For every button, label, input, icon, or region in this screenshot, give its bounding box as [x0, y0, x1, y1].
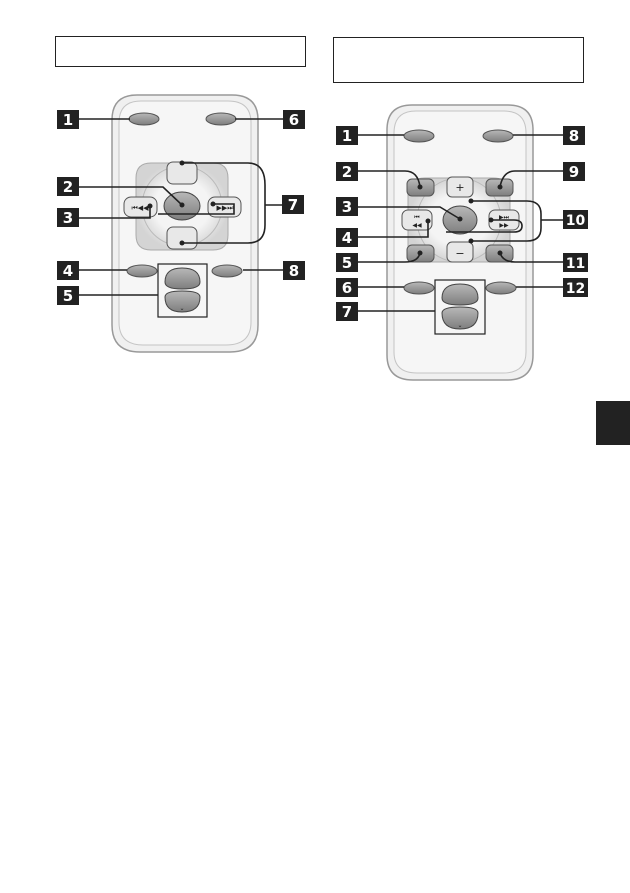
right-next-symbol-bottom: ▶▶ [499, 222, 509, 229]
left-next-symbol: ▶▶⏭ [216, 204, 234, 212]
callout-left-8: 8 [289, 262, 299, 280]
callout-left-8-box [283, 261, 305, 280]
callout-right-4: 4 [342, 229, 352, 247]
callout-right-3-box [336, 197, 358, 216]
callout-right-10-box [563, 210, 588, 229]
section-title-box-right [333, 37, 584, 83]
callout-left-1: 1 [63, 111, 73, 129]
left-top-right-button[interactable] [205, 112, 237, 126]
left-top-left-button[interactable] [128, 112, 160, 126]
callout-left-6: 6 [289, 111, 299, 129]
right-next-symbol-top: ▶⏭ [499, 214, 510, 221]
right-prev-button[interactable] [401, 209, 433, 231]
callout-left-1-box [57, 110, 79, 129]
callout-right-6-box [336, 278, 358, 297]
callout-left-5-box [57, 286, 79, 305]
callout-right-5-box [336, 253, 358, 272]
callout-right-2-box [336, 162, 358, 181]
right-mid-left-button[interactable] [403, 281, 435, 295]
callout-right-2: 2 [342, 163, 352, 181]
callout-right-8-box [563, 126, 585, 145]
callout-right-5: 5 [342, 254, 352, 272]
right-mid-right-button[interactable] [485, 281, 517, 295]
left-mid-right-button[interactable] [211, 264, 243, 278]
page-tab-marker [596, 401, 630, 445]
callout-right-9: 9 [569, 163, 579, 181]
left-volume-frame [157, 263, 208, 318]
callout-left-2: 2 [63, 178, 73, 196]
right-plus-symbol: + [455, 181, 464, 194]
right-dpad-up-button[interactable] [446, 176, 474, 198]
callout-right-7-box [336, 302, 358, 321]
left-volume-down-button[interactable] [164, 290, 201, 313]
right-down-symbol: ⌄ [457, 322, 462, 329]
left-volume-up-button[interactable] [164, 267, 201, 290]
callout-left-4: 4 [63, 262, 73, 280]
callout-right-1: 1 [342, 127, 352, 145]
callout-right-3: 3 [342, 198, 352, 216]
callout-right-6: 6 [342, 279, 352, 297]
callout-right-1-box [336, 126, 358, 145]
callout-right-8: 8 [569, 127, 579, 145]
callout-right-11-box [563, 253, 588, 272]
left-down-symbol: ⌄ [179, 305, 184, 312]
callout-left-3-box [57, 208, 79, 227]
remote-left: ⏮◀◀ ▶▶⏭ ⌄ 1 [57, 94, 305, 353]
right-volume-frame [434, 279, 486, 335]
callout-left-5: 5 [63, 287, 73, 305]
callout-right-12-box [563, 278, 588, 297]
callout-right-9-box [563, 162, 585, 181]
left-mid-left-button[interactable] [126, 264, 158, 278]
callout-left-4-box [57, 261, 79, 280]
left-dpad-down-button[interactable] [166, 226, 198, 250]
callout-left-6-box [283, 110, 305, 129]
right-dpad-down-button[interactable] [446, 241, 474, 263]
callout-left-7: 7 [288, 196, 298, 214]
callout-left-3: 3 [63, 209, 73, 227]
right-top-left-button[interactable] [403, 129, 435, 143]
right-minus-symbol: − [455, 247, 464, 260]
left-prev-symbol: ⏮◀◀ [131, 204, 149, 212]
callout-right-11: 11 [566, 256, 585, 272]
callout-right-10: 10 [566, 213, 586, 229]
callout-left-2-box [57, 177, 79, 196]
callout-right-12: 12 [566, 281, 585, 297]
right-volume-down-button[interactable] [441, 306, 479, 330]
left-prev-button[interactable] [123, 196, 158, 218]
callout-right-7: 7 [342, 303, 352, 321]
callout-left-7-box [282, 195, 304, 214]
right-top-right-button[interactable] [482, 129, 514, 143]
right-prev-symbol-bottom: ◀◀ [412, 222, 422, 229]
right-prev-symbol-top: ⏮ [414, 214, 420, 221]
right-volume-up-button[interactable] [441, 283, 479, 306]
left-next-button[interactable] [207, 196, 242, 218]
callout-right-4-box [336, 228, 358, 247]
section-title-box-left [55, 36, 306, 67]
remote-right: + − ⏮ ◀◀ ▶⏭ ▶▶ ⌄ [336, 104, 588, 381]
